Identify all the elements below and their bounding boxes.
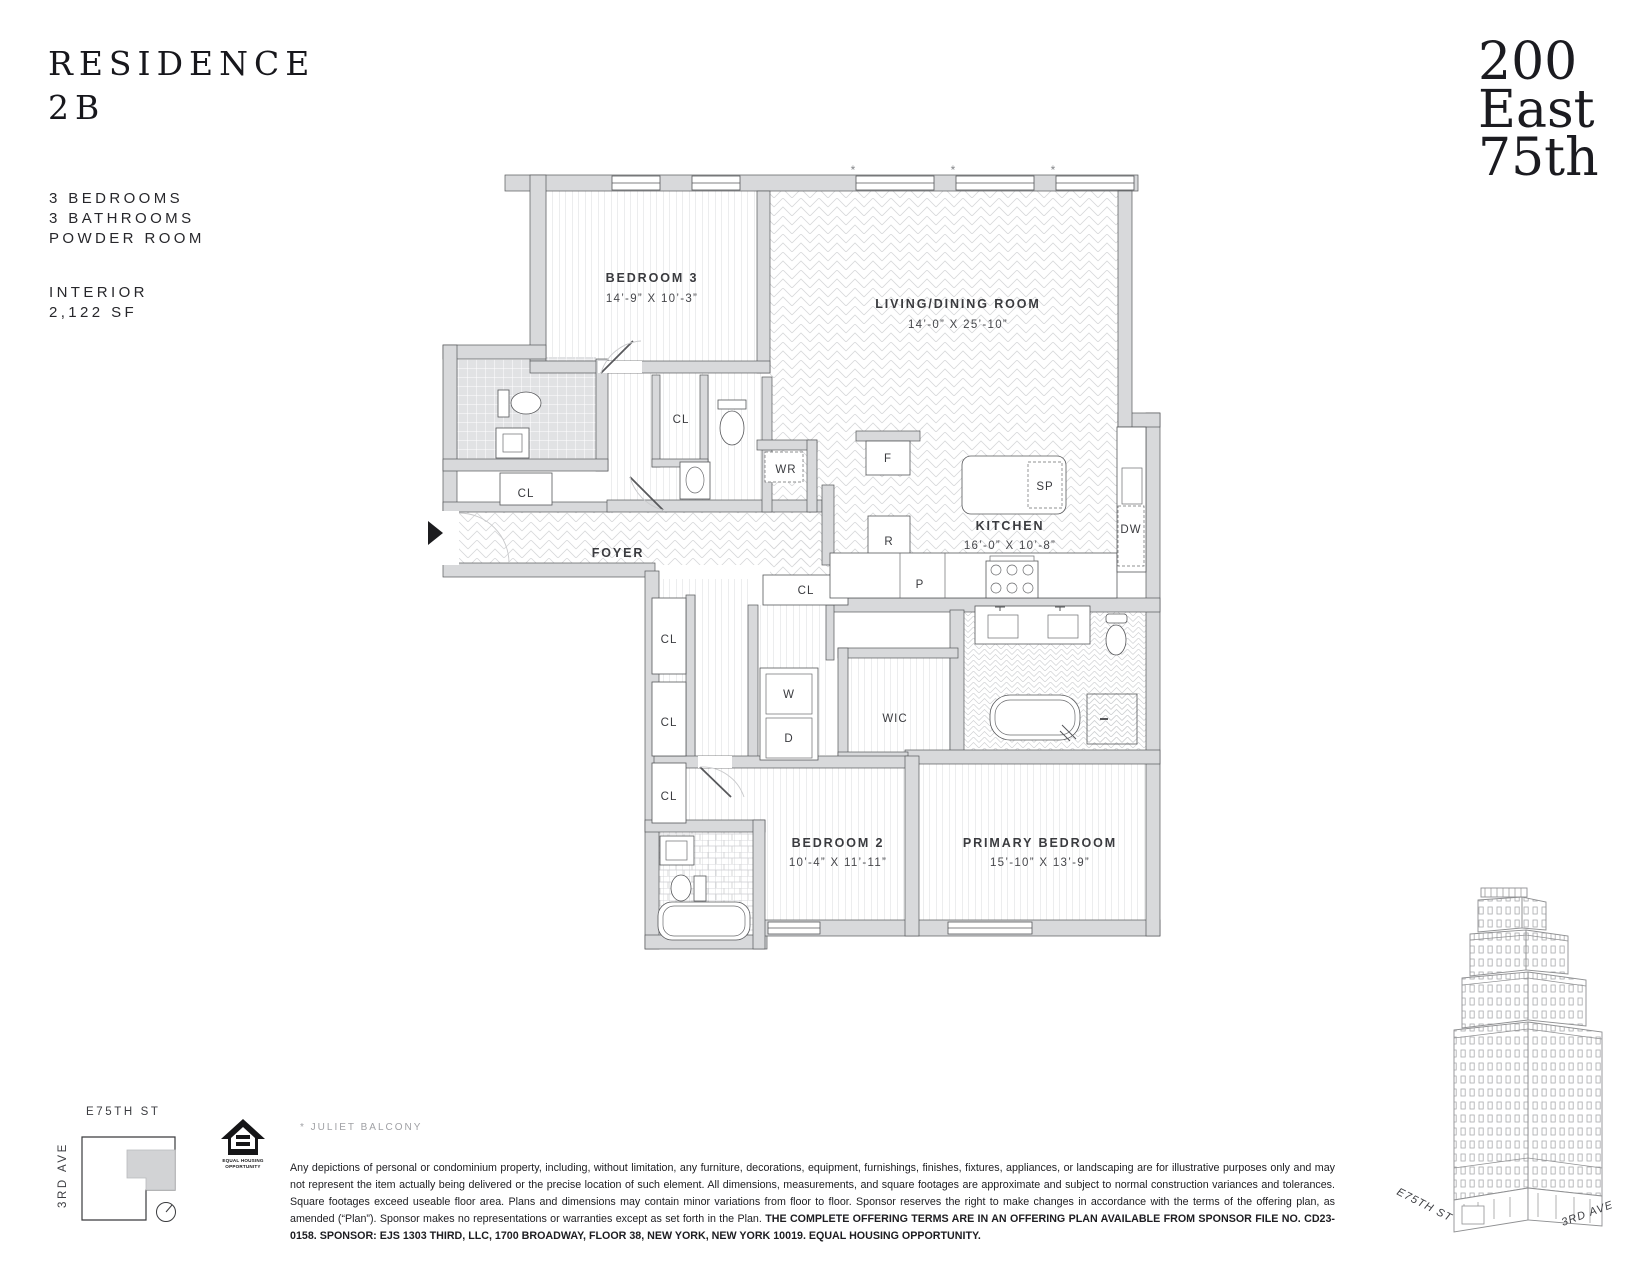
- building-street-left: E75TH ST: [1395, 1186, 1455, 1224]
- eho-text-line1: EQUAL HOUSING: [222, 1158, 264, 1163]
- disclaimer-normal: Any depictions of personal or condominiu…: [290, 1162, 1335, 1225]
- room-dims-primary-bedroom: 15’-10” X 13’-9”: [990, 857, 1090, 869]
- room-label-primary-bedroom: PRIMARY BEDROOM: [963, 836, 1117, 850]
- window: [691, 175, 741, 191]
- label-closet: CL: [518, 488, 535, 500]
- legal-disclaimer: Any depictions of personal or condominiu…: [290, 1160, 1335, 1245]
- spec-bathrooms: 3 BATHROOMS: [49, 210, 195, 227]
- unit-specs: 3 BEDROOMS 3 BATHROOMS POWDER ROOM: [49, 189, 205, 249]
- shower: [1086, 693, 1138, 745]
- residence-title-line2: 2B: [48, 88, 106, 127]
- toilet-bowl: [510, 391, 542, 415]
- fridge: [865, 440, 911, 476]
- disclaimer-bold: THE COMPLETE OFFERING TERMS ARE IN AN OF…: [290, 1213, 1335, 1242]
- toilet-tank: [693, 875, 707, 902]
- equal-housing-logo: EQUAL HOUSING OPPORTUNITY: [221, 1119, 265, 1169]
- doors: [598, 340, 745, 798]
- window: [947, 921, 1033, 935]
- room-label-bedroom2: BEDROOM 2: [792, 836, 885, 850]
- label-wr: WR: [775, 464, 796, 476]
- window: [767, 921, 821, 935]
- brand-line3: 75th: [1478, 128, 1599, 188]
- kitchen-fixtures: [829, 426, 1147, 599]
- brand-logo: 200 East 75th: [1478, 32, 1599, 188]
- brand-line2: East: [1478, 80, 1595, 140]
- label-closet: CL: [798, 585, 815, 597]
- map-street-top: E75TH ST: [86, 1106, 161, 1118]
- building-illustration: E75TH ST 3RD AVE: [1395, 887, 1615, 1233]
- map-street-side: 3RD AVE: [57, 1142, 69, 1208]
- window: [611, 175, 661, 191]
- compass: [156, 1202, 176, 1222]
- bed2-bath-fixtures: [657, 835, 751, 941]
- label-closet: CL: [673, 414, 690, 426]
- brand-line1: 200: [1478, 32, 1578, 92]
- label-closet: CL: [661, 791, 678, 803]
- juliet-asterisk: *: [1051, 163, 1056, 177]
- tower: [1453, 887, 1603, 1233]
- room-label-foyer: FOYER: [592, 546, 645, 560]
- room-dims-living-dining: 14’-0” X 25’-10”: [908, 319, 1008, 331]
- floor-plan: * * *: [428, 163, 1161, 950]
- room-dims-bedroom3: 14’-9” X 10’-3”: [606, 293, 698, 305]
- label-refrigerator: R: [884, 536, 893, 548]
- label-closet: CL: [661, 717, 678, 729]
- juliet-asterisk: *: [951, 163, 956, 177]
- window-juliet: [855, 175, 935, 191]
- powder-room-fixtures: [679, 399, 747, 500]
- label-closet: CL: [661, 634, 678, 646]
- label-fridge: F: [884, 453, 892, 465]
- island-sink: [1027, 461, 1063, 509]
- building-footprint: [126, 1149, 176, 1191]
- toilet-bowl: [1105, 624, 1127, 656]
- label-wic: WIC: [882, 713, 907, 725]
- label-dryer: D: [784, 733, 793, 745]
- toilet-tank: [1105, 613, 1128, 624]
- residence-title-line1: RESIDENCE: [48, 44, 316, 83]
- room-label-living-dining: LIVING/DINING ROOM: [875, 297, 1040, 311]
- primary-bath-fixtures: [974, 605, 1138, 745]
- closets: [499, 451, 849, 824]
- interior-area-block: INTERIOR 2,122 SF: [49, 283, 148, 323]
- interior-label: INTERIOR: [49, 284, 148, 301]
- window-juliet: [1055, 175, 1135, 191]
- windows: [428, 175, 1135, 935]
- room-label-kitchen: KITCHEN: [976, 519, 1045, 533]
- toilet-bowl: [719, 410, 745, 446]
- toilet-tank: [717, 399, 747, 410]
- toilet-tank: [497, 389, 510, 418]
- juliet-asterisk: *: [851, 163, 856, 177]
- room-label-bedroom3: BEDROOM 3: [606, 271, 699, 285]
- range: [985, 555, 1039, 599]
- interior-area: 2,122 SF: [49, 304, 138, 321]
- spec-powder: POWDER ROOM: [49, 230, 205, 247]
- spec-bedrooms: 3 BEDROOMS: [49, 190, 184, 207]
- juliet-balcony-footnote: * JULIET BALCONY: [300, 1122, 423, 1133]
- label-washer: W: [783, 689, 795, 701]
- label-sink-sp: SP: [1036, 481, 1053, 493]
- page-title: RESIDENCE 2B: [48, 42, 315, 130]
- room-dims-bedroom2: 10’-4” X 11’-11”: [789, 857, 887, 869]
- label-pantry: P: [916, 579, 925, 591]
- room-dims-kitchen: 16’-0” X 10’-8”: [964, 540, 1056, 552]
- toilet-bowl: [670, 874, 692, 902]
- entry-opening: [441, 511, 459, 565]
- entry-arrow: [428, 521, 443, 545]
- label-dishwasher: DW: [1120, 524, 1141, 536]
- kitchen-counter: [829, 552, 1118, 599]
- dishwasher: [1117, 505, 1145, 567]
- kitchen-sink: [1121, 467, 1143, 505]
- bath3-fixtures: [495, 389, 542, 459]
- eho-text-line2: OPPORTUNITY: [225, 1164, 260, 1169]
- window-juliet: [955, 175, 1035, 191]
- site-map: [81, 1136, 176, 1222]
